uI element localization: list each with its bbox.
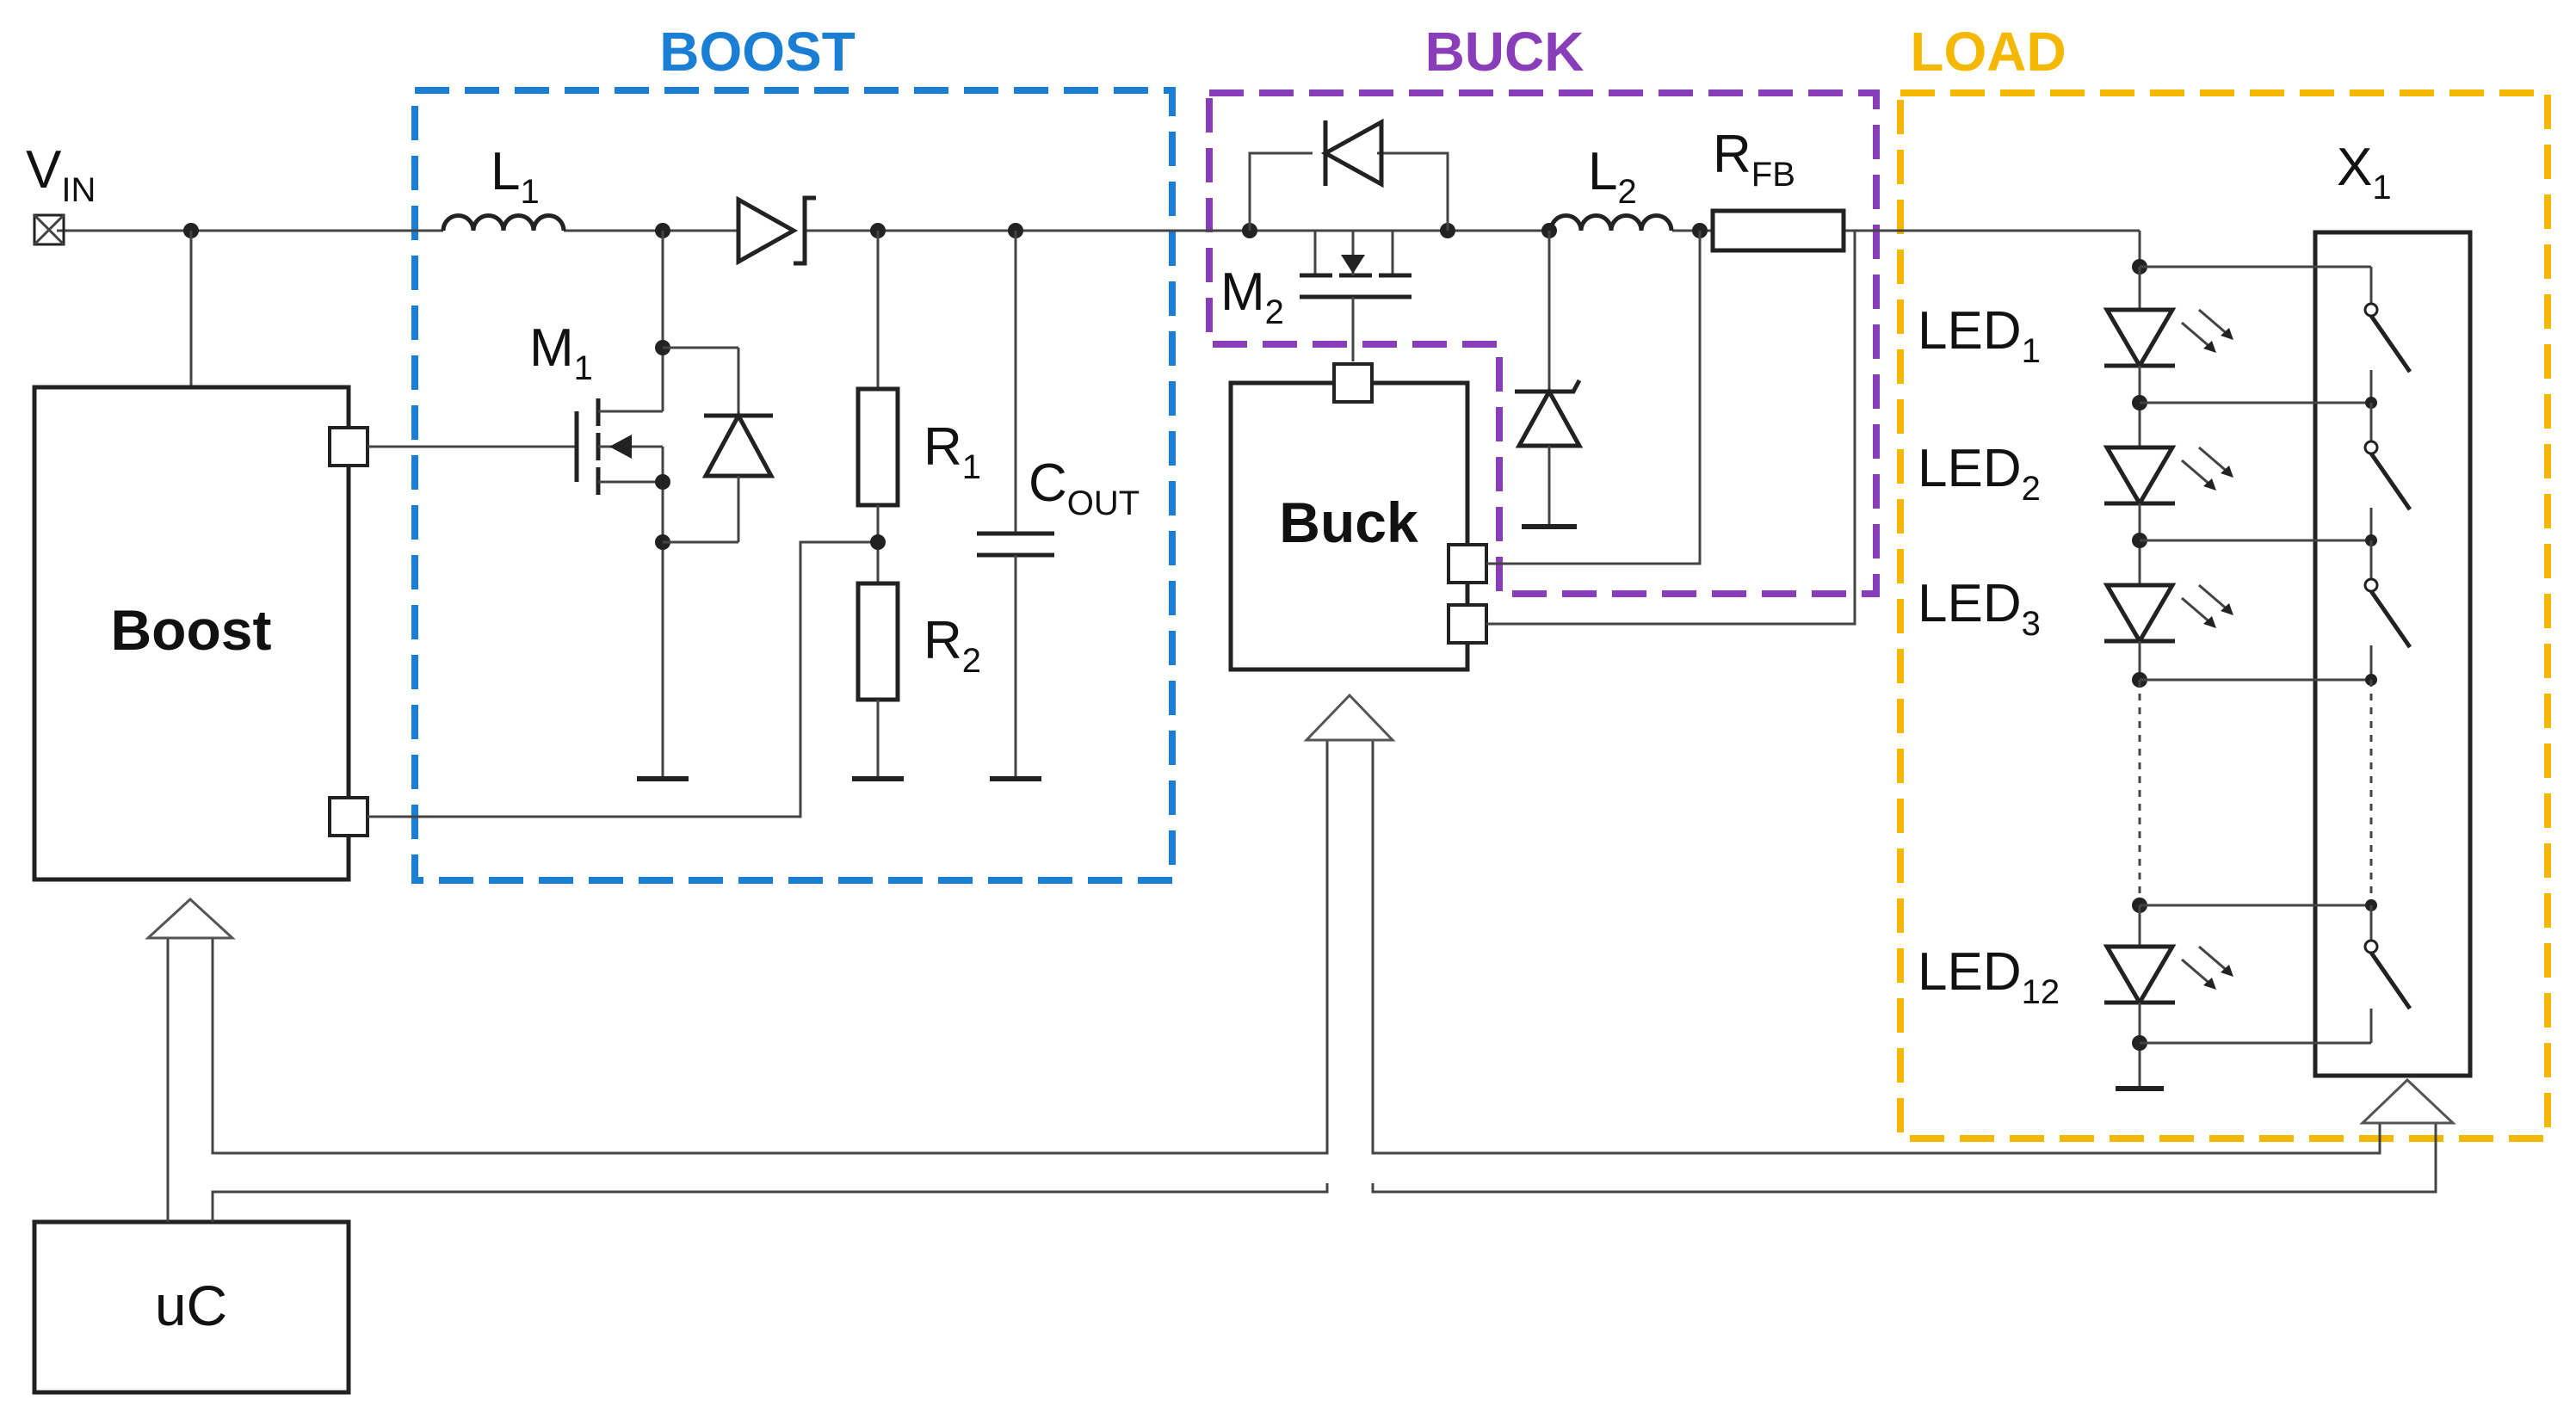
r2-label: R2 [924, 611, 981, 680]
led3-label: LED3 [1918, 574, 2041, 643]
load-section-frame [1897, 89, 2551, 1142]
boost-section-title: BOOST [659, 21, 856, 83]
resistor-r1 [856, 386, 900, 508]
l2-label: L2 [1588, 142, 1637, 211]
m1-label: M1 [529, 318, 593, 387]
boost-section-frame [411, 87, 1176, 884]
vin-label: VIN [26, 140, 96, 209]
control-bus [145, 693, 2456, 1222]
vin-terminal: VIN [26, 140, 96, 246]
led-2: LED2 [1918, 439, 2233, 508]
buck-freewheel-diode-top [1248, 118, 1449, 231]
x1-label: X1 [2337, 138, 2392, 207]
led-3: LED3 [1918, 574, 2233, 645]
led1-label: LED1 [1918, 301, 2041, 370]
led-12: LED12 [1918, 942, 2233, 1011]
bus-arrow-buck [1303, 693, 1396, 742]
boost-block-label: Boost [111, 598, 272, 662]
inductor-l2: L2 [1548, 142, 1674, 231]
switch-matrix-x1: X1 [2140, 138, 2473, 1078]
led2-label: LED2 [1918, 439, 2041, 508]
body-diode-m1 [663, 346, 775, 544]
r1-label: R1 [924, 417, 981, 486]
mosfet-m2: M2 [1220, 231, 1412, 361]
capacitor-cout: COUT [977, 231, 1140, 781]
load-section-title: LOAD [1910, 21, 2066, 83]
load-section: LOAD [1897, 21, 2551, 1142]
resistor-rfb: RFB [1710, 125, 1846, 253]
m2-label: M2 [1220, 262, 1284, 331]
led12-label: LED12 [1918, 942, 2060, 1011]
buck-section-title: BUCK [1425, 21, 1585, 83]
buck-section-frame [1206, 89, 1880, 597]
buck-controller-block: Buck [1228, 362, 1488, 672]
resistor-r2 [856, 581, 900, 702]
cout-label: COUT [1029, 454, 1140, 522]
microcontroller-block: uC [32, 1219, 351, 1395]
boost-section: BOOST [411, 21, 1176, 884]
boost-controller-block: Boost [32, 385, 369, 882]
boost-schottky-diode [736, 195, 816, 266]
l1-label: L1 [491, 142, 540, 211]
led-1: LED1 [1918, 301, 2233, 370]
buck-freewheel-diode [1515, 231, 1584, 529]
rfb-label: RFB [1713, 125, 1795, 194]
buck-section: BUCK [1206, 21, 1880, 597]
led-string: LED1 LED2 LED3 [1918, 259, 2233, 1091]
inductor-l1: L1 [441, 142, 566, 231]
bus-arrow-boost [145, 897, 236, 940]
buck-block-label: Buck [1279, 491, 1418, 554]
uc-block-label: uC [155, 1274, 227, 1337]
mosfet-m1: M1 [529, 318, 663, 495]
bus-arrow-x1 [2359, 1077, 2456, 1125]
